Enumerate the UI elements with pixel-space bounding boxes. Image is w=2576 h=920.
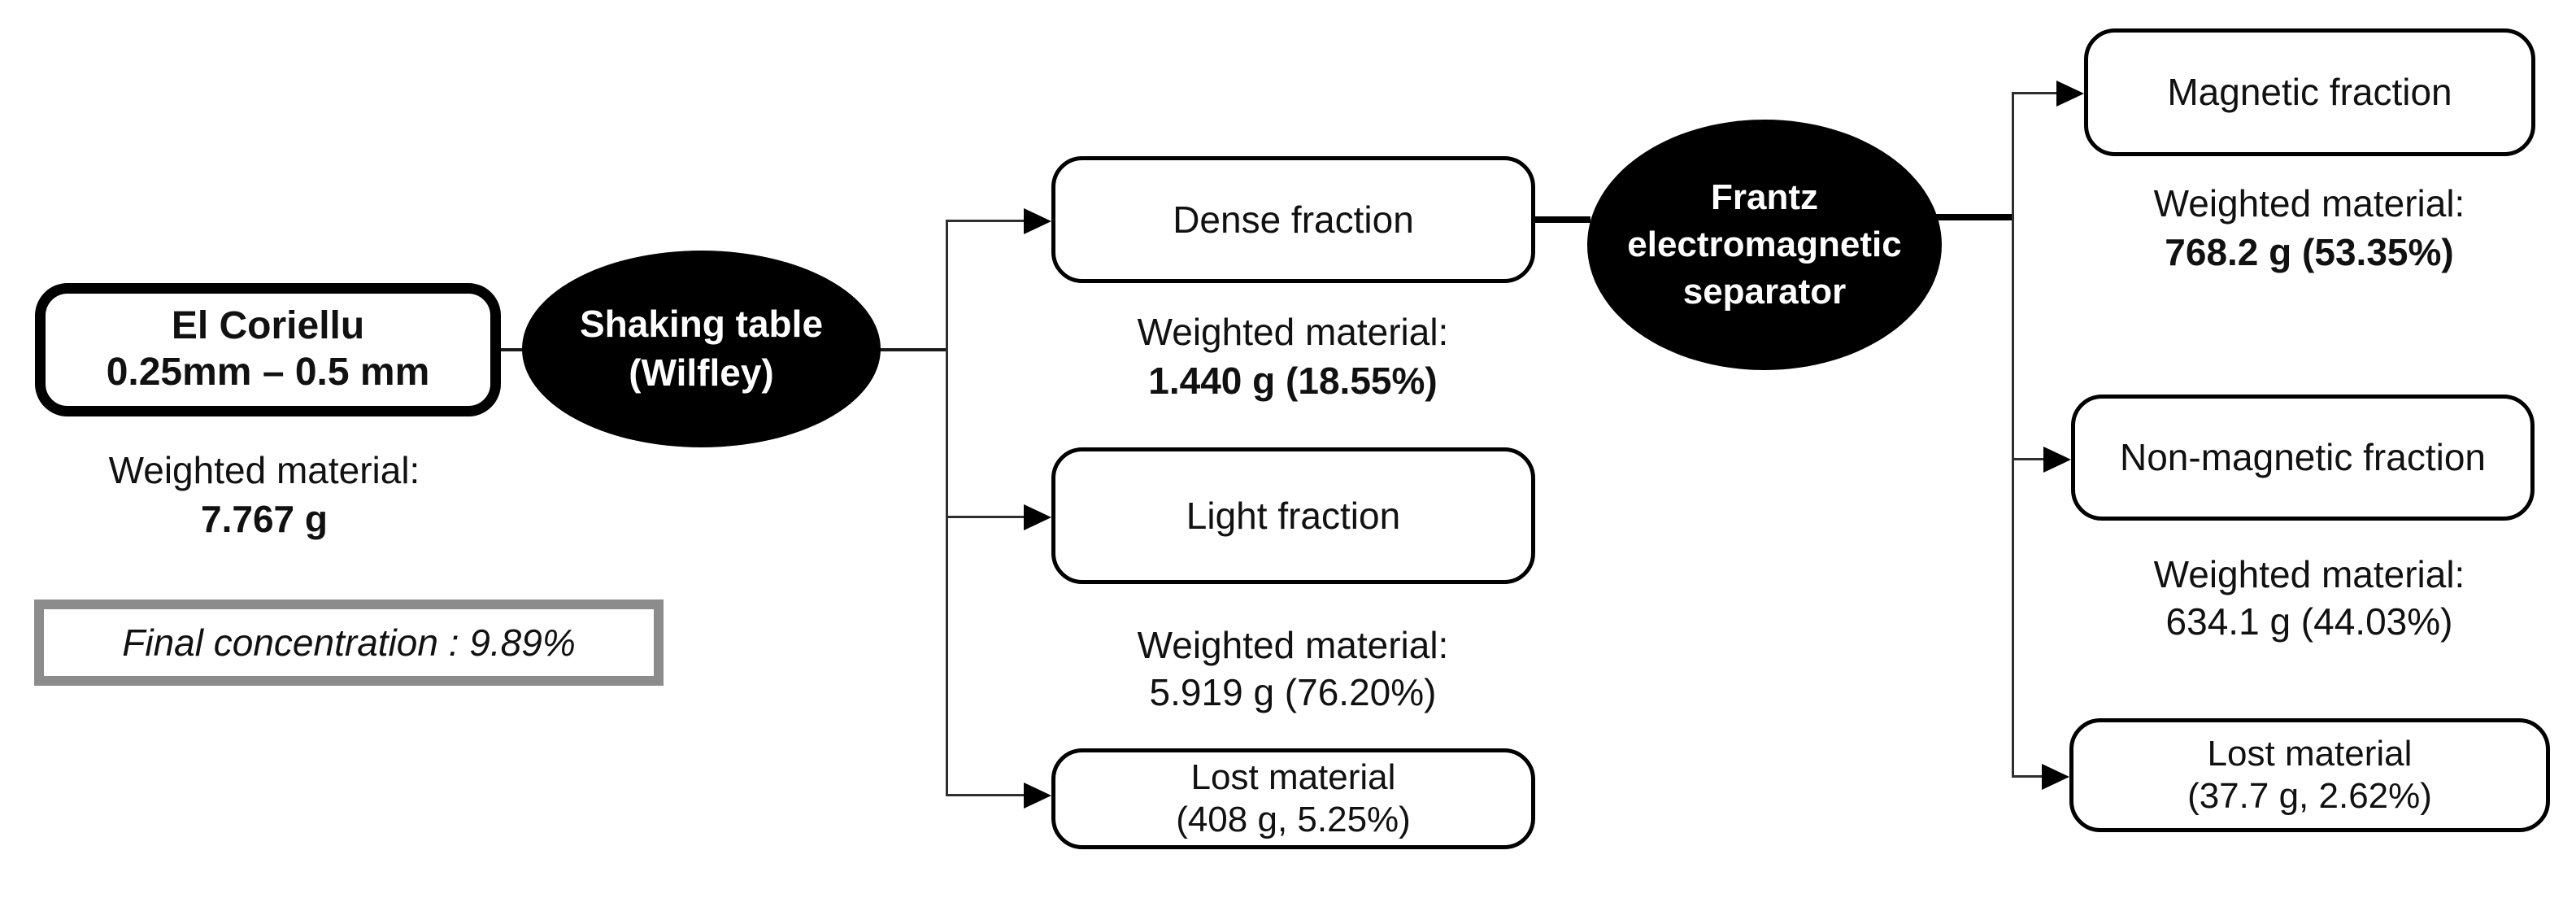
process-frantz-separator: Frantz electromagnetic separator <box>1587 120 1942 370</box>
lost-1-line1: Lost material <box>1190 757 1396 798</box>
light-weight-label: Weighted material: <box>1137 624 1449 666</box>
dense-fraction-label: Dense fraction <box>1173 198 1414 241</box>
connector-dense-to-frantz <box>1532 216 1590 223</box>
source-weight-text: Weighted material: 7.767 g <box>20 446 508 543</box>
magnetic-weight-label: Weighted material: <box>2153 182 2465 225</box>
light-weight-text: Weighted material: 5.919 g (76.20%) <box>1049 621 1537 716</box>
trunk-left <box>946 220 948 796</box>
branch-magnetic <box>2012 92 2059 94</box>
nonmagnetic-weight-text: Weighted material: 634.1 g (44.03%) <box>2065 551 2553 645</box>
magnetic-weight-value: 768.2 g (53.35%) <box>2165 231 2454 273</box>
nonmagnetic-weight-label: Weighted material: <box>2153 553 2465 595</box>
trunk-right <box>2012 92 2014 777</box>
lost-2-line1: Lost material <box>2207 734 2413 774</box>
branch-dense <box>946 220 1027 222</box>
node-nonmagnetic-fraction: Non-magnetic fraction <box>2071 395 2535 521</box>
frantz-line3: separator <box>1682 272 1847 312</box>
connector-source-to-shaking <box>496 348 529 351</box>
arrow-lost-1-icon <box>1024 783 1051 809</box>
nonmagnetic-fraction-label: Non-magnetic fraction <box>2120 436 2486 479</box>
dense-weight-value: 1.440 g (18.55%) <box>1148 360 1438 402</box>
magnetic-fraction-label: Magnetic fraction <box>2167 71 2452 114</box>
branch-nonmagnetic <box>2012 458 2046 460</box>
nonmagnetic-weight-value: 634.1 g (44.03%) <box>2165 600 2453 643</box>
connector-frantz-to-trunk <box>1934 214 2014 220</box>
node-light-fraction: Light fraction <box>1051 447 1535 584</box>
source-size-range: 0.25mm – 0.5 mm <box>106 351 430 394</box>
lost-1-line2: (408 g, 5.25%) <box>1176 800 1411 839</box>
node-lost-material-2: Lost material (37.7 g, 2.62%) <box>2069 718 2550 832</box>
arrow-nonmagnetic-icon <box>2043 447 2071 473</box>
shaking-table-line2: (Wilfley) <box>629 351 774 394</box>
final-concentration-text: Final concentration : 9.89% <box>122 621 576 664</box>
node-lost-material-1: Lost material (408 g, 5.25%) <box>1051 748 1535 849</box>
arrow-dense-icon <box>1024 208 1051 234</box>
dense-weight-label: Weighted material: <box>1137 311 1449 353</box>
branch-light <box>946 516 1027 518</box>
light-weight-value: 5.919 g (76.20%) <box>1149 671 1437 713</box>
light-fraction-label: Light fraction <box>1186 494 1401 537</box>
final-concentration-note: Final concentration : 9.89% <box>34 600 664 686</box>
source-name: El Coriellu <box>171 304 365 348</box>
branch-lost-1 <box>946 794 1027 796</box>
process-shaking-table: Shaking table (Wilfley) <box>522 251 881 447</box>
source-weight-value: 7.767 g <box>201 498 328 540</box>
lost-2-line2: (37.7 g, 2.62%) <box>2187 776 2432 816</box>
branch-lost-2 <box>2012 775 2044 778</box>
node-source-sample: El Coriellu 0.25mm – 0.5 mm <box>35 283 501 416</box>
arrow-light-icon <box>1024 504 1051 530</box>
magnetic-weight-text: Weighted material: 768.2 g (53.35%) <box>2065 179 2553 277</box>
arrow-lost-2-icon <box>2042 764 2069 790</box>
arrow-magnetic-icon <box>2056 81 2084 107</box>
frantz-line1: Frantz <box>1711 177 1818 217</box>
dense-weight-text: Weighted material: 1.440 g (18.55%) <box>1049 307 1537 405</box>
shaking-table-line1: Shaking table <box>579 303 824 346</box>
source-weight-label: Weighted material: <box>108 449 420 491</box>
frantz-line2: electromagnetic <box>1627 224 1902 264</box>
node-magnetic-fraction: Magnetic fraction <box>2084 28 2535 156</box>
node-dense-fraction: Dense fraction <box>1051 156 1535 283</box>
connector-shaking-to-trunk <box>874 348 948 351</box>
